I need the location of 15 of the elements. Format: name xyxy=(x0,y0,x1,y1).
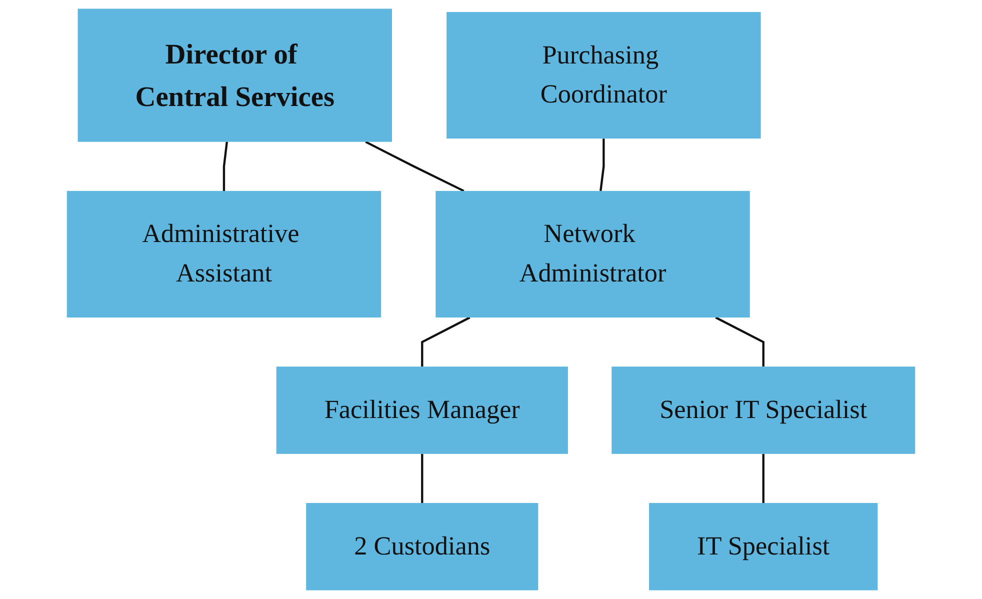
node-box: Facilities Manager xyxy=(276,366,568,454)
connector xyxy=(600,138,605,192)
node-box: Senior IT Specialist xyxy=(612,366,916,454)
connector xyxy=(365,140,464,192)
node-box: 2 Custodians xyxy=(306,502,538,590)
node-box: Administrative Assistant xyxy=(66,190,382,318)
connector xyxy=(421,454,424,503)
node-box: Purchasing Coordinator xyxy=(446,12,761,139)
connector xyxy=(715,316,764,367)
connector xyxy=(421,316,470,367)
node-box: Director of Central Services xyxy=(78,8,392,142)
node-box: Network Administrator xyxy=(436,190,750,318)
connector xyxy=(762,454,764,503)
node-box: IT Specialist xyxy=(649,502,878,590)
connector xyxy=(222,142,228,191)
